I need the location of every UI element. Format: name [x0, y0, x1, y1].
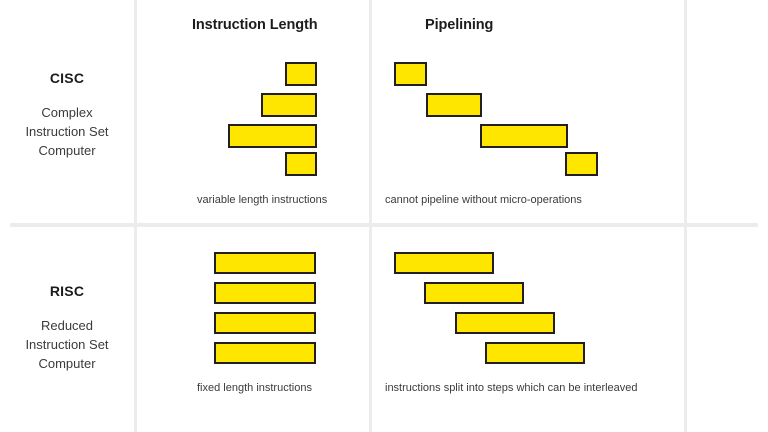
- instruction-bar: [485, 342, 585, 364]
- vertical-divider-2: [369, 0, 372, 432]
- instruction-bar: [214, 342, 316, 364]
- instruction-bar: [455, 312, 555, 334]
- bar-panel-cisc-instruction-length: [135, 0, 369, 223]
- instruction-bar: [394, 252, 494, 274]
- row-label-cisc: CISC Complex Instruction Set Computer: [0, 70, 134, 160]
- row-expansion-risc-line-3: Computer: [38, 356, 96, 371]
- caption-risc-instruction-length: fixed length instructions: [197, 382, 312, 394]
- row-expansion-cisc-line-1: Complex: [41, 105, 93, 120]
- row-acronym-risc: RISC: [49, 283, 85, 299]
- row-acronym-cisc: CISC: [49, 70, 85, 86]
- caption-risc-pipelining: instructions split into steps which can …: [385, 382, 638, 394]
- instruction-bar: [261, 93, 317, 117]
- row-expansion-risc-line-1: Reduced: [40, 318, 94, 333]
- row-expansion-risc: Reduced Instruction Set Computer: [0, 316, 134, 373]
- instruction-bar: [565, 152, 598, 176]
- column-header-pipelining: Pipelining: [425, 17, 494, 33]
- instruction-bar: [214, 312, 316, 334]
- instruction-bar: [214, 282, 316, 304]
- caption-cisc-instruction-length: variable length instructions: [197, 194, 328, 206]
- bar-panel-cisc-pipelining: [370, 0, 684, 223]
- bar-panel-risc-pipelining: [370, 227, 684, 432]
- row-label-risc: RISC Reduced Instruction Set Computer: [0, 283, 134, 373]
- vertical-divider-3: [684, 0, 687, 432]
- vertical-divider-1: [134, 0, 137, 432]
- instruction-bar: [480, 124, 568, 148]
- instruction-bar: [228, 124, 317, 148]
- instruction-bar: [424, 282, 524, 304]
- row-expansion-cisc-line-3: Computer: [38, 143, 96, 158]
- horizontal-divider: [10, 223, 758, 227]
- caption-cisc-pipelining: cannot pipeline without micro-operations: [385, 194, 582, 206]
- column-header-instruction-length: Instruction Length: [192, 17, 318, 33]
- instruction-bar: [394, 62, 427, 86]
- instruction-bar: [285, 152, 317, 176]
- instruction-bar: [214, 252, 316, 274]
- row-expansion-risc-line-2: Instruction Set: [25, 337, 109, 352]
- instruction-bar: [426, 93, 482, 117]
- row-expansion-cisc-line-2: Instruction Set: [25, 124, 109, 139]
- bar-panel-risc-instruction-length: [135, 227, 369, 432]
- row-expansion-cisc: Complex Instruction Set Computer: [0, 103, 134, 160]
- instruction-bar: [285, 62, 317, 86]
